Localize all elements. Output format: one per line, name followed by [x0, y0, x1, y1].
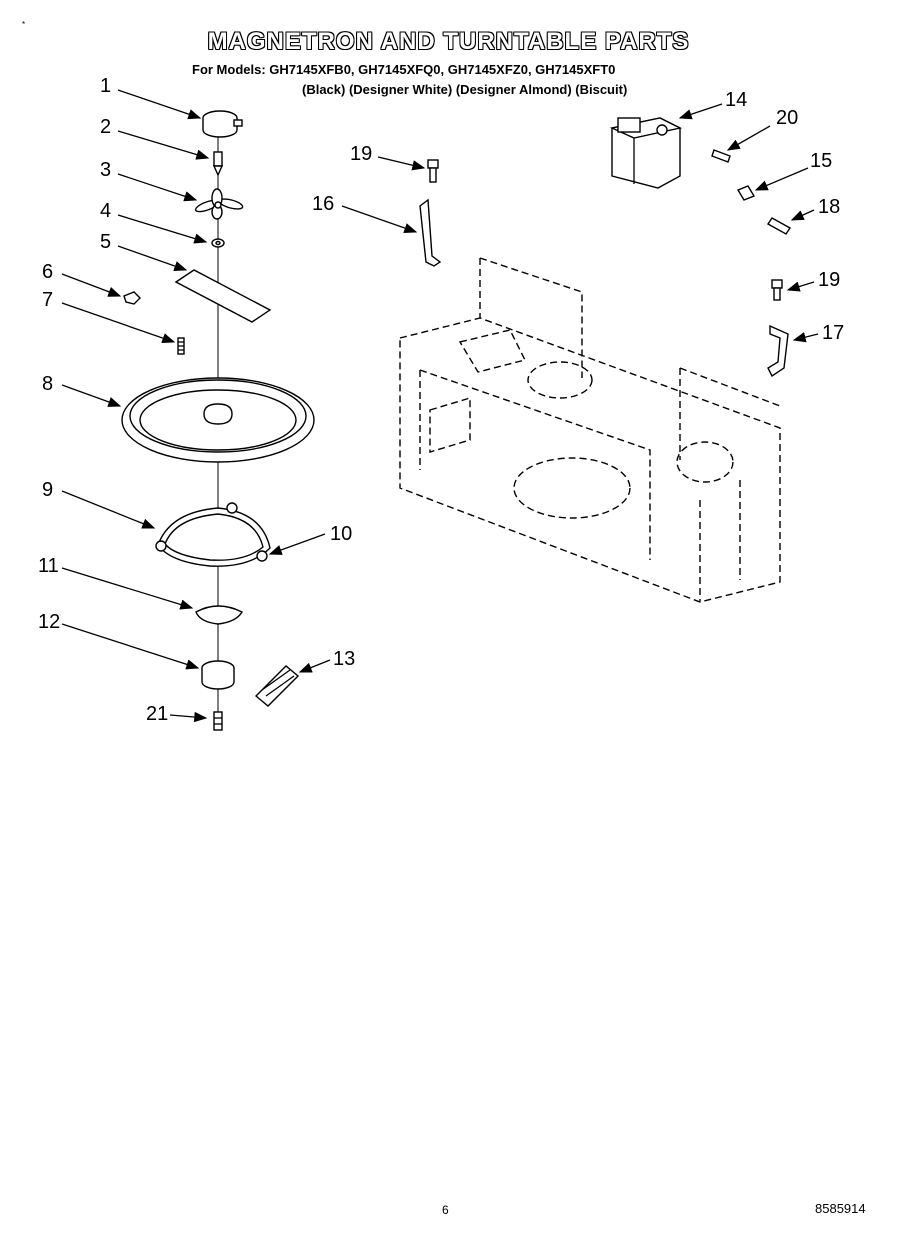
- callout-14: 14: [725, 89, 747, 111]
- part-21-screw: [213, 711, 223, 731]
- part-1-turntable-motor: [202, 110, 243, 138]
- part-20-screw: [711, 149, 731, 163]
- part-18-screw: [766, 217, 792, 235]
- part-6-clip: [123, 291, 141, 305]
- part-9-roller-ring: [155, 502, 271, 567]
- colors-line: (Black) (Designer White) (Designer Almon…: [302, 82, 628, 97]
- part-12-motor-base: [201, 660, 235, 690]
- part-14-magnetron: [609, 117, 683, 189]
- callout-3: 3: [100, 159, 111, 181]
- document-number: 8585914: [815, 1201, 866, 1216]
- part-19-screw-right: [771, 279, 783, 301]
- callout-6: 6: [42, 261, 53, 283]
- callout-1: 1: [100, 75, 111, 97]
- callout-10: 10: [330, 523, 352, 545]
- part-19-screw-left: [427, 159, 439, 183]
- page-title: MAGNETRON AND TURNTABLE PARTS: [207, 28, 690, 55]
- part-4-washer: [211, 238, 225, 248]
- callout-12: 12: [38, 611, 60, 633]
- part-13-harness: [254, 665, 300, 707]
- callout-9: 9: [42, 479, 53, 501]
- callout-17: 17: [822, 322, 844, 344]
- callout-16: 16: [312, 193, 334, 215]
- part-16-bracket: [419, 198, 442, 267]
- callout-4: 4: [100, 200, 111, 222]
- part-11-coupling: [195, 605, 243, 625]
- callout-11: 11: [38, 555, 59, 577]
- callout-19a: 19: [350, 143, 372, 165]
- oven-cavity-outline: [399, 257, 781, 603]
- callout-5: 5: [100, 231, 111, 253]
- leader-lines: [61, 89, 819, 723]
- callout-21: 21: [146, 703, 168, 725]
- callout-7: 7: [42, 289, 53, 311]
- callout-8: 8: [42, 373, 53, 395]
- models-line: For Models: GH7145XFB0, GH7145XFQ0, GH71…: [192, 62, 616, 77]
- part-17-bracket: [767, 324, 789, 378]
- part-8-turntable-tray: [121, 377, 315, 463]
- callout-2: 2: [100, 116, 111, 138]
- callout-20: 20: [776, 107, 798, 129]
- corner-mark: *: [22, 20, 26, 29]
- callout-19b: 19: [818, 269, 840, 291]
- part-2-coupler: [212, 151, 224, 177]
- part-3-fan-blade: [194, 188, 244, 220]
- callout-labels: 1 2 3 4 5 6 7 8 9 10 11 12 13 14 15 16 1…: [38, 75, 844, 725]
- part-7-screw: [177, 337, 185, 355]
- callout-15: 15: [810, 150, 832, 172]
- page-number: 6: [442, 1203, 449, 1217]
- callout-18: 18: [818, 196, 840, 218]
- part-15-clip: [736, 185, 756, 201]
- part-5-bracket-plate: [174, 269, 272, 323]
- callout-13: 13: [333, 648, 355, 670]
